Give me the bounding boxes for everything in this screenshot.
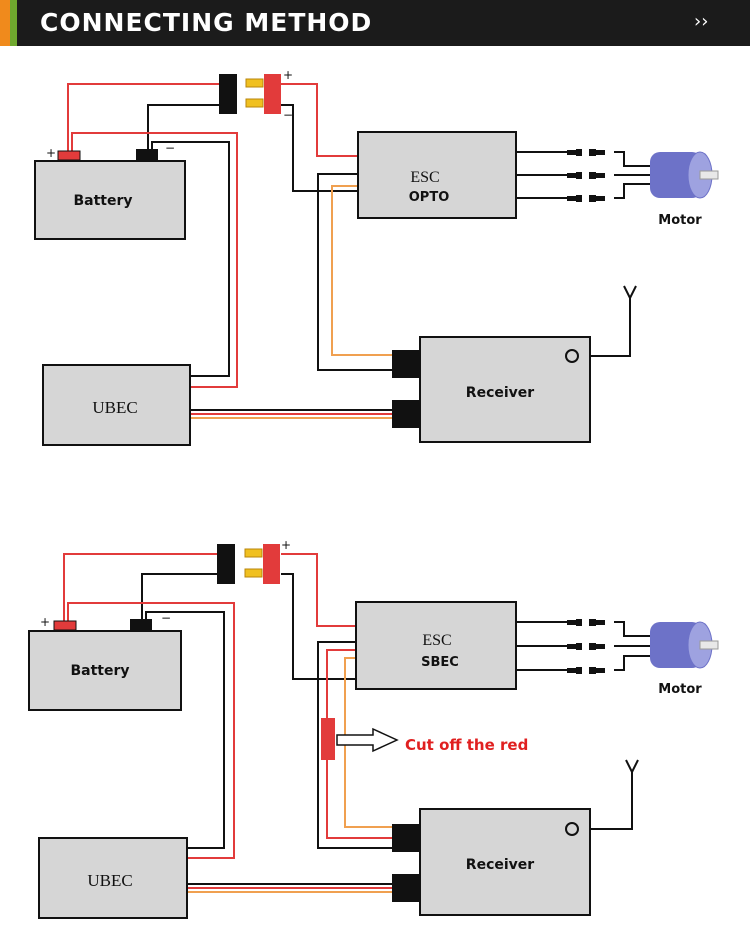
- battery-label: Battery: [73, 193, 132, 209]
- power-connector-female: [219, 74, 237, 114]
- esc-label: ESC: [422, 632, 451, 649]
- esc-type-label: SBEC: [421, 655, 459, 670]
- battery-label: Battery: [70, 663, 129, 679]
- esc-type-label: OPTO: [409, 190, 450, 205]
- diagram-bottom: + + − Battery UBEC ESC SBEC Cut off the …: [28, 538, 719, 919]
- header-title: CONNECTING METHOD: [40, 8, 373, 37]
- header-accent-orange: [0, 0, 10, 46]
- receiver-label: Receiver: [466, 385, 534, 401]
- motor-label: Motor: [658, 213, 702, 228]
- connector-plus-label: +: [281, 538, 291, 552]
- connector-minus-label: −: [283, 108, 293, 122]
- battery-plus-sign: +: [40, 615, 50, 629]
- header-accent-green: [10, 0, 17, 46]
- chevron-right-icon[interactable]: ››: [694, 11, 709, 32]
- battery-plus-sign: +: [46, 146, 56, 160]
- battery-minus-sign: −: [165, 141, 175, 155]
- battery-bottom: + − Battery: [28, 611, 182, 711]
- ubec-label: UBEC: [92, 398, 137, 417]
- receiver-label: Receiver: [466, 857, 534, 873]
- motor-label: Motor: [658, 682, 702, 697]
- motor-bottom: Motor: [650, 621, 719, 697]
- power-connector-female: [217, 544, 235, 584]
- battery-minus-sign: −: [161, 611, 171, 625]
- esc-bottom: ESC SBEC: [355, 601, 517, 690]
- receiver-top: Receiver: [392, 336, 591, 443]
- esc-top: ESC OPTO: [357, 131, 517, 219]
- antenna-icon: [623, 285, 637, 301]
- ubec-bottom: UBEC: [38, 837, 188, 919]
- section-header: CONNECTING METHOD ››: [0, 0, 750, 46]
- battery-top: + − Battery: [34, 141, 186, 240]
- connector-plus-label: +: [283, 68, 293, 82]
- diagram-top: + − + − Battery UBEC ESC OPTO Re: [34, 68, 719, 446]
- cut-note: Cut off the red: [405, 736, 528, 754]
- ubec-label: UBEC: [87, 871, 132, 890]
- motor-top: Motor: [650, 151, 719, 228]
- power-connector-male: [264, 74, 281, 114]
- esc-label: ESC: [410, 169, 439, 186]
- ubec-top: UBEC: [42, 364, 191, 446]
- receiver-bottom: Receiver: [392, 808, 591, 916]
- power-connector-male: [263, 544, 280, 584]
- arrow-right-icon: [336, 727, 399, 753]
- red-wire-cut-marker: [321, 718, 335, 760]
- antenna-icon: [625, 759, 639, 775]
